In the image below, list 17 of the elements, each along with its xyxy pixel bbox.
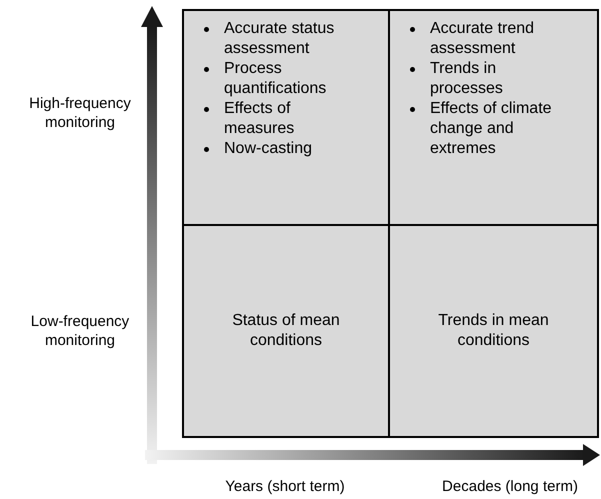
bullet-item-text: Effects of climate change and extremes bbox=[430, 99, 553, 159]
bullet-item-text: Process quantifications bbox=[224, 59, 328, 99]
quadrant-box bbox=[182, 224, 390, 438]
axis-label: Low-frequency monitoring bbox=[30, 312, 130, 350]
quadrant-box bbox=[182, 9, 390, 226]
bullet-item-text: Now-casting bbox=[224, 139, 314, 159]
quadrant-box bbox=[388, 9, 599, 226]
axis-label: High-frequency monitoring bbox=[28, 94, 132, 132]
quadrant-box bbox=[388, 224, 599, 438]
bullet-item-text: Accurate status assessment bbox=[224, 19, 336, 59]
bullet-item-text: Accurate trend assessment bbox=[430, 19, 536, 59]
axis-label: Decades (long term) bbox=[441, 477, 579, 496]
bullet-item-text: Effects of measures bbox=[224, 99, 296, 139]
quadrant-text: Status of mean conditions bbox=[231, 311, 341, 351]
quadrant-text: Trends in mean conditions bbox=[437, 311, 550, 351]
axis-label: Years (short term) bbox=[224, 477, 346, 496]
bullet-item-text: Trends in processes bbox=[430, 59, 504, 99]
